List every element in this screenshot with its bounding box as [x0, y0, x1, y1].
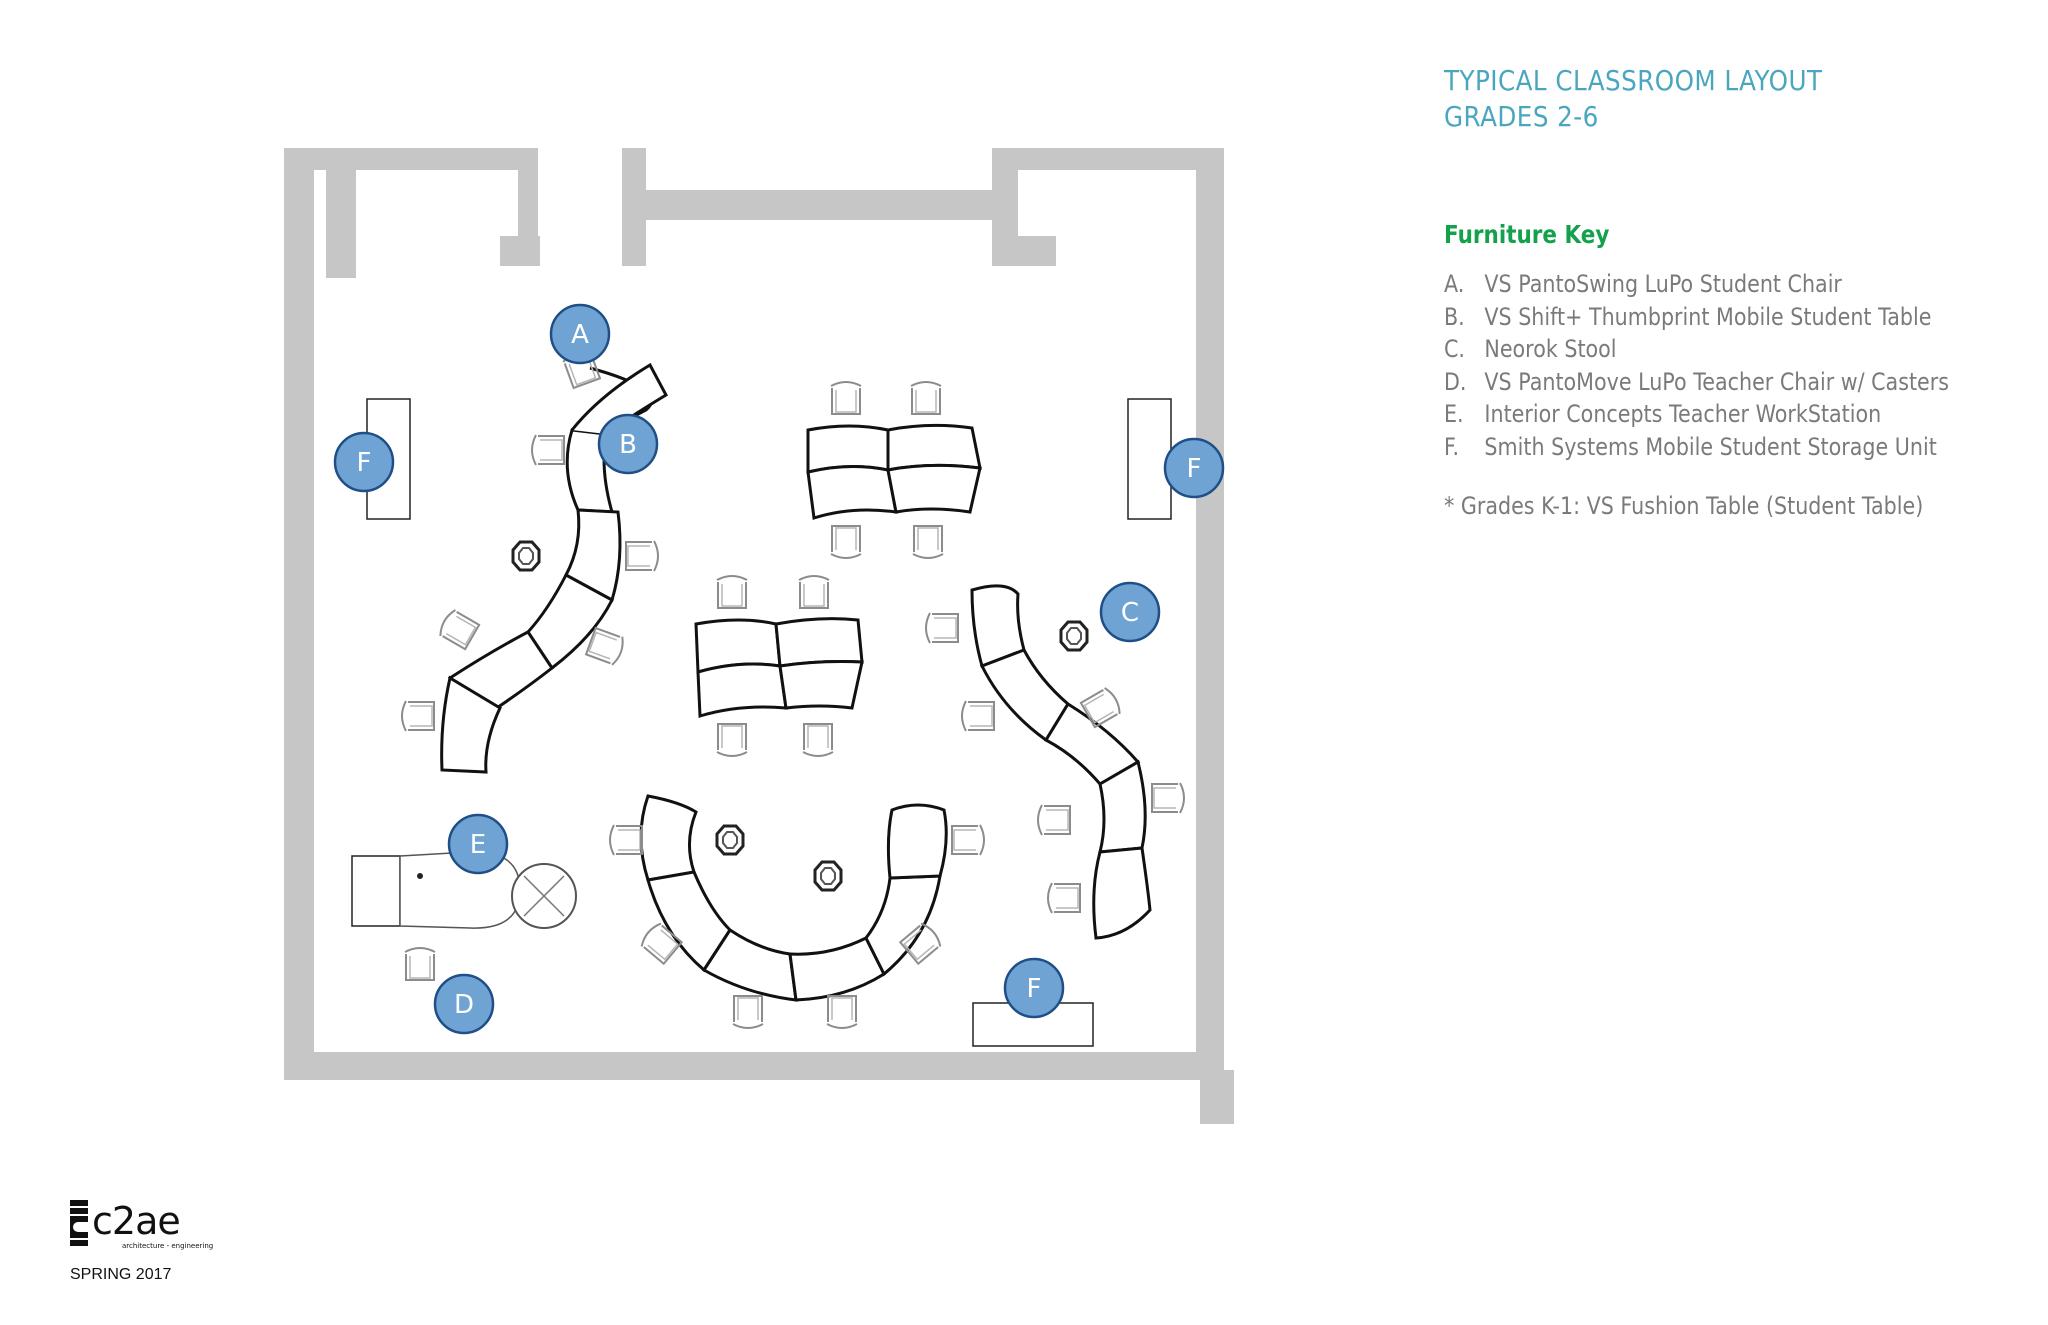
stool-4 [813, 860, 843, 892]
walls [284, 148, 1234, 1124]
key-label: Smith Systems Mobile Student Storage Uni… [1484, 432, 1937, 461]
key-letter: B. [1444, 302, 1465, 331]
storage-unit-right [1127, 398, 1172, 520]
teacher-workstation [351, 851, 577, 929]
logo-wordmark: c2ae [92, 1199, 180, 1243]
marker-a: A [549, 303, 611, 365]
svg-text:B: B [619, 430, 637, 460]
key-label: VS PantoMove LuPo Teacher Chair w/ Caste… [1484, 367, 1949, 396]
key-letter: C. [1444, 335, 1465, 363]
key-item: F. Smith Systems Mobile Student Storage U… [1444, 431, 1949, 464]
stool-3 [715, 824, 745, 856]
key-letter: A. [1444, 270, 1465, 298]
svg-text:A: A [571, 320, 589, 350]
logo-mark-icon [70, 1200, 88, 1246]
svg-text:E: E [470, 830, 486, 860]
marker-f-left: F [333, 431, 395, 493]
stool-2 [1059, 620, 1089, 652]
furniture-key-list: A. VS PantoSwing LuPo Student Chair B. VS … [1444, 268, 1949, 463]
stool-1 [511, 540, 541, 572]
c2ae-logo: c2ae architecture - engineering [70, 1199, 213, 1250]
key-letter: D. [1444, 367, 1467, 396]
page-subtitle: GRADES 2-6 [1444, 100, 1599, 133]
svg-text:D: D [454, 990, 474, 1020]
key-item: A. VS PantoSwing LuPo Student Chair [1444, 268, 1949, 301]
key-item: B. VS Shift+ Thumbprint Mobile Student Ta… [1444, 301, 1949, 334]
marker-e: E [447, 813, 509, 875]
teacher-chair [404, 947, 436, 981]
table-group-left-curve [401, 346, 668, 774]
key-item: C. Neorok Stool [1444, 333, 1949, 366]
table-group-horseshoe [609, 794, 985, 1029]
marker-f-bottom: F [1003, 957, 1065, 1019]
key-label: VS PantoSwing LuPo Student Chair [1484, 270, 1842, 298]
table-cluster-upper [806, 381, 982, 559]
key-label: Interior Concepts Teacher WorkStation [1484, 400, 1882, 428]
marker-c: C [1099, 581, 1161, 643]
key-letter: F. [1444, 432, 1460, 461]
page-title: TYPICAL CLASSROOM LAYOUT [1444, 64, 1823, 97]
svg-text:F: F [1187, 454, 1202, 484]
marker-b: B [597, 413, 659, 475]
key-label: VS Shift+ Thumbprint Mobile Student Tabl… [1484, 302, 1932, 331]
furniture-key-heading: Furniture Key [1444, 220, 1610, 249]
svg-text:C: C [1121, 598, 1139, 628]
svg-text:F: F [357, 448, 372, 478]
key-item: E. Interior Concepts Teacher WorkStation [1444, 398, 1949, 431]
table-group-right-curve [925, 584, 1185, 940]
grade-note: * Grades K-1: VS Fushion Table (Student … [1444, 492, 1924, 520]
marker-f-right: F [1163, 437, 1225, 499]
svg-text:F: F [1027, 974, 1042, 1004]
key-item: D. VS PantoMove LuPo Teacher Chair w/ Cas… [1444, 366, 1949, 399]
table-cluster-lower [694, 575, 864, 757]
key-label: Neorok Stool [1484, 335, 1617, 363]
season-label: SPRING 2017 [70, 1266, 172, 1283]
key-letter: E. [1444, 400, 1464, 428]
marker-d: D [433, 973, 495, 1035]
logo-tagline: architecture - engineering [122, 1242, 213, 1250]
